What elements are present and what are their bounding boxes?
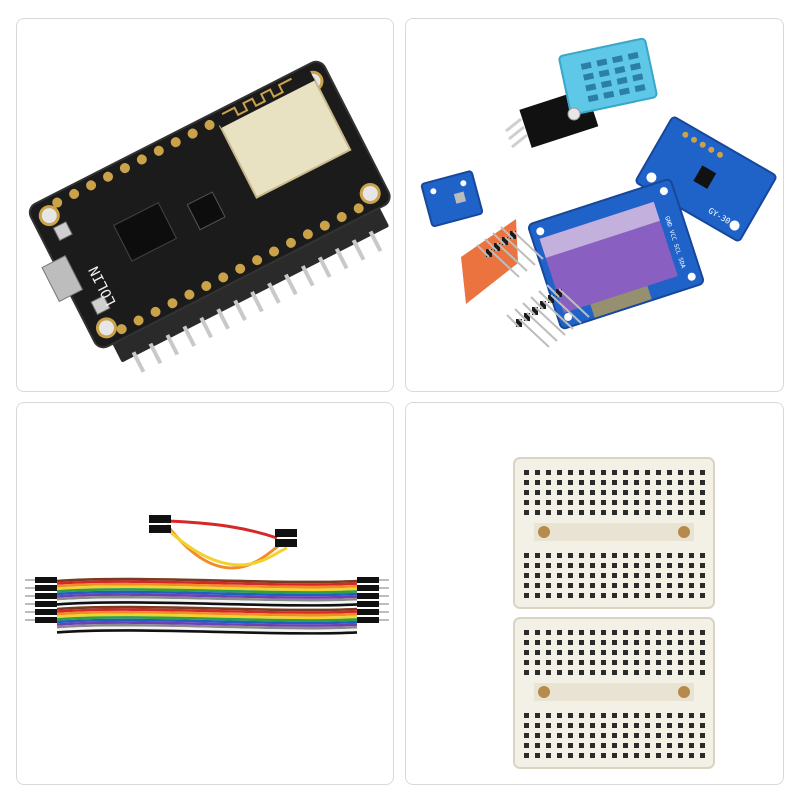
breadboard-top bbox=[513, 457, 715, 609]
wire-bundle bbox=[25, 577, 389, 635]
dht11-module bbox=[505, 37, 658, 149]
reset-button bbox=[52, 221, 73, 242]
jumper-wires-image bbox=[25, 515, 389, 635]
nodemcu-board-image: LOLIN bbox=[28, 60, 391, 373]
bottom-header bbox=[110, 203, 389, 362]
oled-display-module: GND VCC SCL SDA bbox=[527, 178, 705, 330]
panel-sensor-modules: GY-30 GND VCC SCL SDA bbox=[405, 18, 784, 392]
usb-serial-chip bbox=[113, 202, 178, 262]
light-sensor-module: GY-30 bbox=[635, 116, 777, 242]
mount-hole bbox=[38, 205, 60, 227]
panel-nodemcu-board: LOLIN bbox=[16, 18, 394, 392]
breadboard-bottom bbox=[513, 617, 715, 769]
usb-port bbox=[41, 255, 84, 303]
mount-hole bbox=[95, 317, 117, 339]
breadboards-image bbox=[513, 457, 715, 769]
panel-breadboards bbox=[405, 402, 784, 785]
sensor-modules-image: GY-30 GND VCC SCL SDA bbox=[420, 37, 777, 348]
mount-hole bbox=[359, 182, 381, 204]
short-wire-set bbox=[149, 515, 297, 570]
flash-button bbox=[90, 295, 111, 316]
panel-jumper-wires bbox=[16, 402, 394, 785]
pressure-sensor-module bbox=[420, 170, 484, 228]
regulator-chip bbox=[186, 191, 226, 231]
header-strips bbox=[461, 219, 590, 348]
antenna-trace bbox=[221, 77, 292, 117]
